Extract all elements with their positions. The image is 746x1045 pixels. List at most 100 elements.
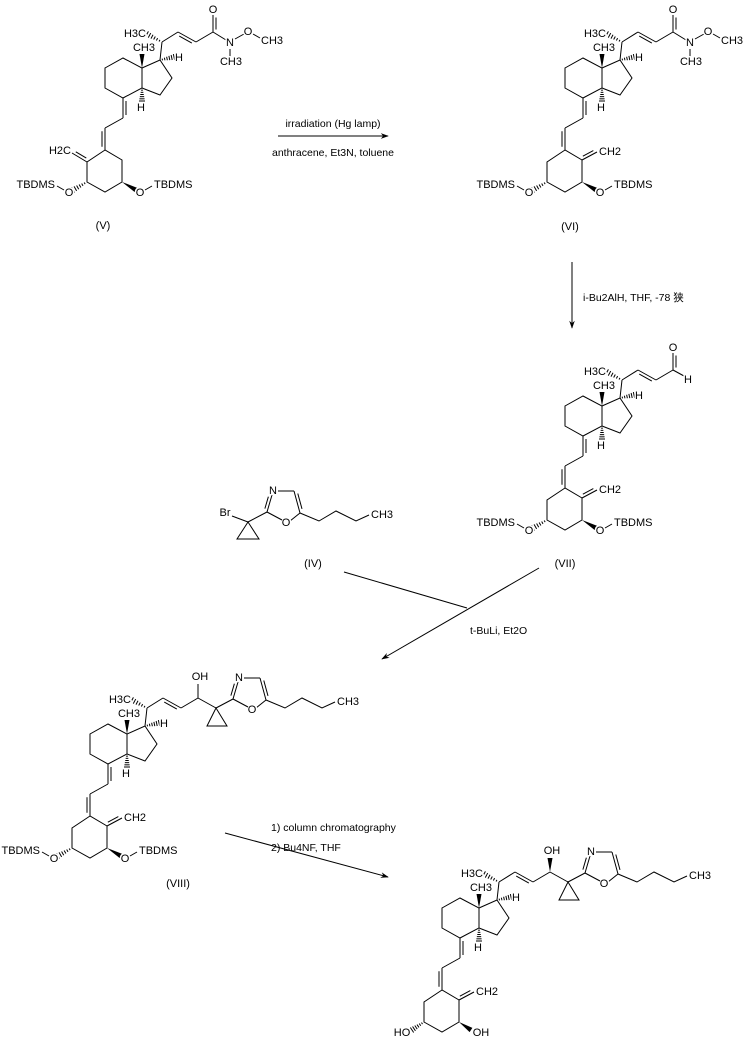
oxygen-label: O (244, 26, 253, 38)
c21-hash (482, 871, 498, 882)
cyclopropyl-oxazole (247, 511, 268, 523)
oxygen-label: O (121, 853, 130, 865)
o-c2 (266, 511, 283, 521)
arrow-step2: i-Bu2AlH, THF, -78 狭 (569, 262, 684, 329)
hash-line (500, 897, 503, 901)
hash-line (615, 37, 619, 41)
hash-line (153, 721, 156, 727)
c7-c6 (441, 957, 461, 969)
h17-hash (621, 391, 636, 399)
hash-line (623, 57, 626, 61)
c24-cyclopropyl (197, 697, 217, 709)
c23-c24 (195, 31, 214, 43)
hash-line (151, 722, 153, 727)
c22-c23-double-inner (164, 701, 178, 710)
o-ch3-bond (712, 33, 721, 39)
methyl-h3c-label: H3C (584, 366, 606, 378)
h14-hash (599, 89, 605, 102)
c23-c24 (180, 697, 199, 709)
hash-line (73, 186, 78, 192)
compound-label-IV: (IV) (304, 558, 322, 570)
c-h-bond (672, 369, 685, 377)
h-label: H (175, 52, 183, 64)
hydroxyl-label: OH (473, 1027, 490, 1039)
h-label: H (474, 942, 482, 954)
arrow-step1: irradiation (Hg lamp) anthracene, Et3N, … (272, 118, 394, 159)
c7-c6 (89, 783, 109, 795)
c17-c20 (144, 707, 148, 727)
exo-methylene (581, 151, 598, 161)
o-si-bond (41, 851, 50, 857)
h-label: H (122, 768, 130, 780)
o-ch3-bond (252, 33, 261, 39)
c1-o-wedge (122, 182, 138, 193)
oxygen-label: O (596, 187, 605, 199)
methyl-h3c-label: H3C (124, 28, 146, 40)
exo-methylene-inner (107, 816, 119, 823)
h-label: H (635, 52, 643, 64)
c2-n-double-inner (230, 683, 235, 696)
arrow-step4: 1) column chromatography 2) Bu4NF, THF (224, 822, 397, 878)
hash-line (492, 877, 496, 881)
c1-o-wedge (582, 520, 598, 531)
oxygen-label: O (136, 187, 145, 199)
c2-n-double-inner (264, 496, 269, 509)
c-ring (89, 723, 128, 765)
hash-line (632, 53, 636, 61)
hash-line (605, 31, 609, 37)
hash-line (607, 370, 612, 376)
arrow-step3: t-BuLi, Et2O (343, 567, 540, 660)
hash-line (628, 55, 631, 61)
hash-line (503, 896, 505, 901)
hash-line (68, 848, 71, 851)
hash-line (418, 1023, 422, 1027)
c1-o-wedge (107, 848, 123, 859)
a-ring (71, 815, 108, 859)
c22-c23-double (162, 697, 182, 709)
c7-c6 (564, 455, 584, 467)
oxygen-label: O (525, 187, 534, 199)
c17-c20 (619, 379, 623, 399)
nitrogen-label: N (686, 37, 694, 49)
hash-line (618, 377, 621, 380)
exo-methylene (458, 991, 475, 1001)
c24-cyclopropyl (549, 871, 569, 883)
c17-c20 (496, 881, 500, 901)
h17-hash (161, 53, 176, 61)
hash-line (630, 392, 633, 399)
br-c-bond (231, 515, 249, 523)
tbdms-label: TBDMS (614, 179, 653, 191)
hash-line (618, 39, 621, 42)
c22-c23-double (177, 31, 197, 43)
butyl-ch3-label: CH3 (371, 509, 393, 521)
c-ring (441, 897, 480, 939)
c3-oh-hash (409, 1022, 423, 1033)
hash-line (626, 56, 628, 61)
c3-o-hash (531, 520, 546, 531)
c3-o-hash (71, 182, 86, 193)
step1-conditions-below: anthracene, Et3N, toluene (272, 147, 394, 159)
hash-line (626, 394, 628, 399)
hash-line (484, 872, 489, 878)
c20-c22 (146, 697, 164, 709)
c3-o-hash (531, 182, 546, 193)
c22-c23-double-inner (179, 35, 193, 44)
hash-line (509, 893, 513, 901)
c23-c24 (655, 31, 674, 43)
hash-line (607, 32, 612, 38)
hash-line (543, 182, 546, 185)
c-ring (104, 57, 143, 99)
compound-label-VII: (VII) (555, 558, 576, 570)
cyclopropyl-oxazole (567, 872, 586, 883)
hash-line (66, 849, 69, 853)
methylene-label: CH2 (476, 986, 498, 998)
hash-line (148, 723, 151, 727)
hash-line (132, 698, 137, 704)
a-ring (546, 487, 583, 531)
hash-line (71, 187, 75, 193)
hash-line (157, 719, 161, 727)
hash-line (150, 34, 154, 39)
o-si-bond (144, 185, 153, 191)
oxygen-label: O (65, 187, 74, 199)
